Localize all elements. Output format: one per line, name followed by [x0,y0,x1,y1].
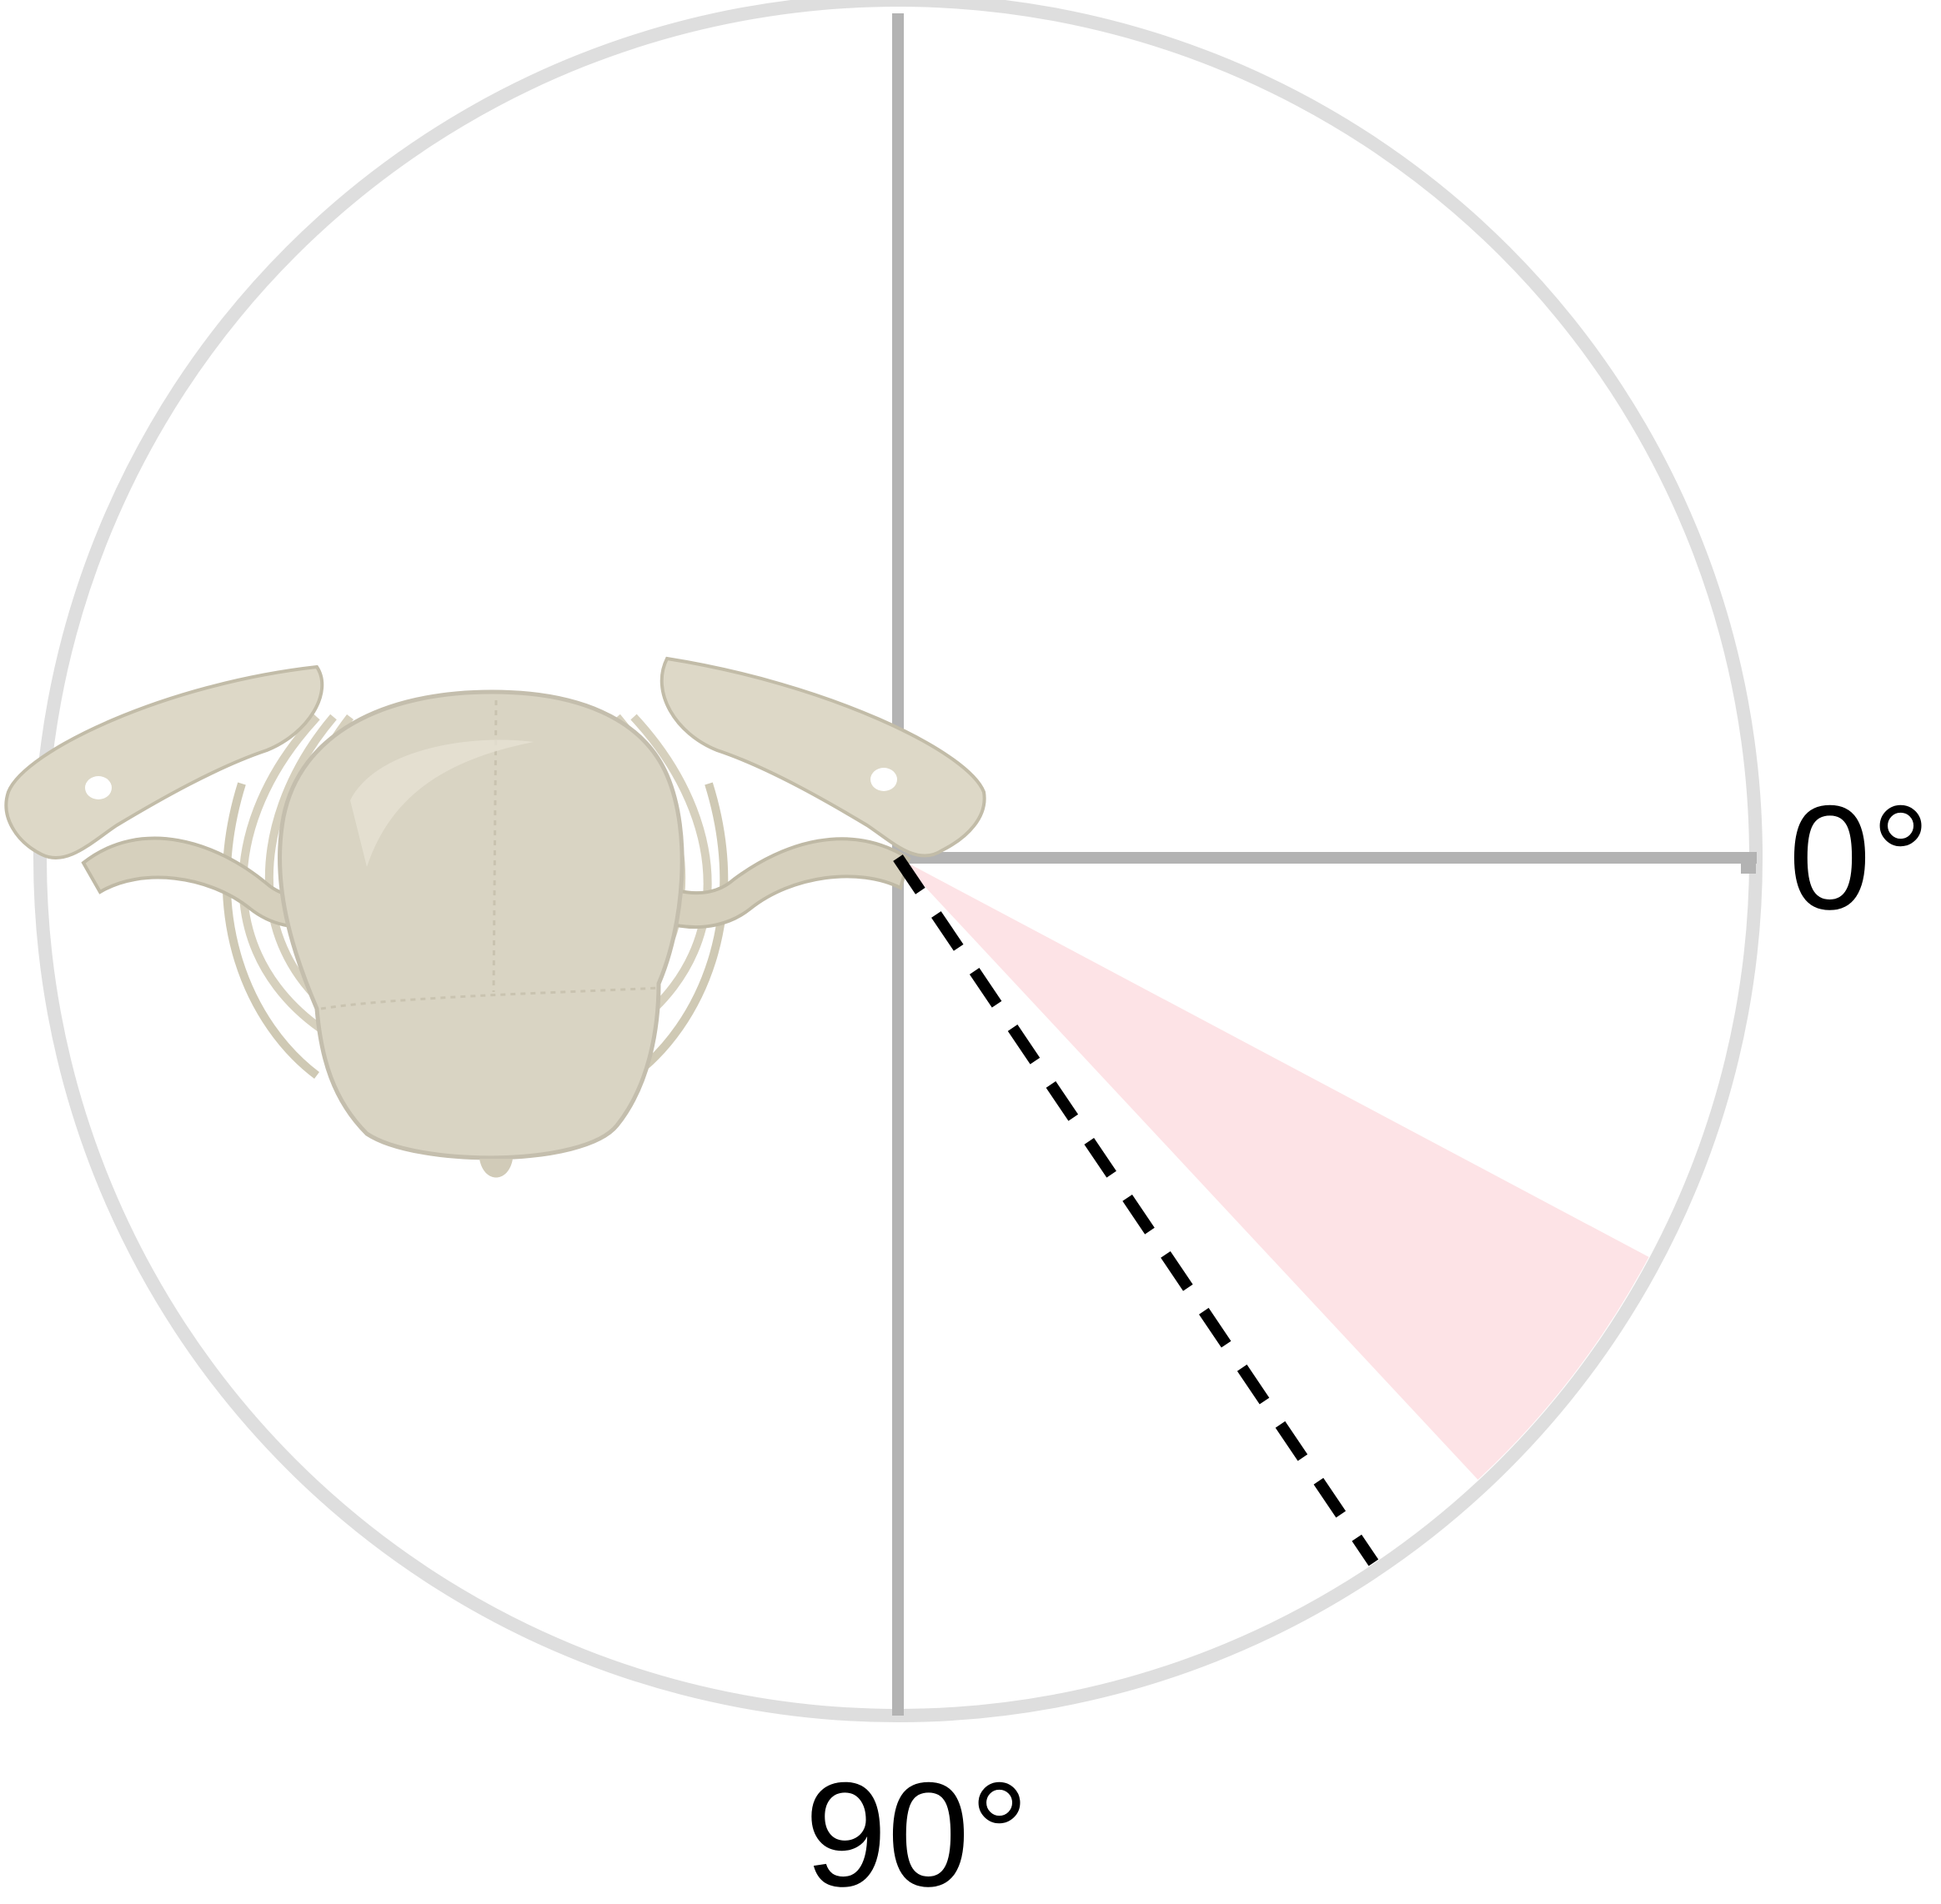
reference-dashed-line [893,854,1379,1566]
right-glenoid [870,768,897,791]
zero-degree-label: 0° [1788,774,1930,940]
ninety-degree-label: 90° [805,1751,1029,1904]
skull-process-bottom [479,1159,513,1178]
range-sector [898,858,1649,1480]
skull-suture [320,699,660,1010]
shoulder-girdle-illustration [4,656,986,1178]
skull-top [278,689,685,1160]
skull-highlight [350,739,534,867]
left-scapula [4,664,324,860]
right-scapula [660,656,986,858]
left-glenoid [85,776,112,799]
